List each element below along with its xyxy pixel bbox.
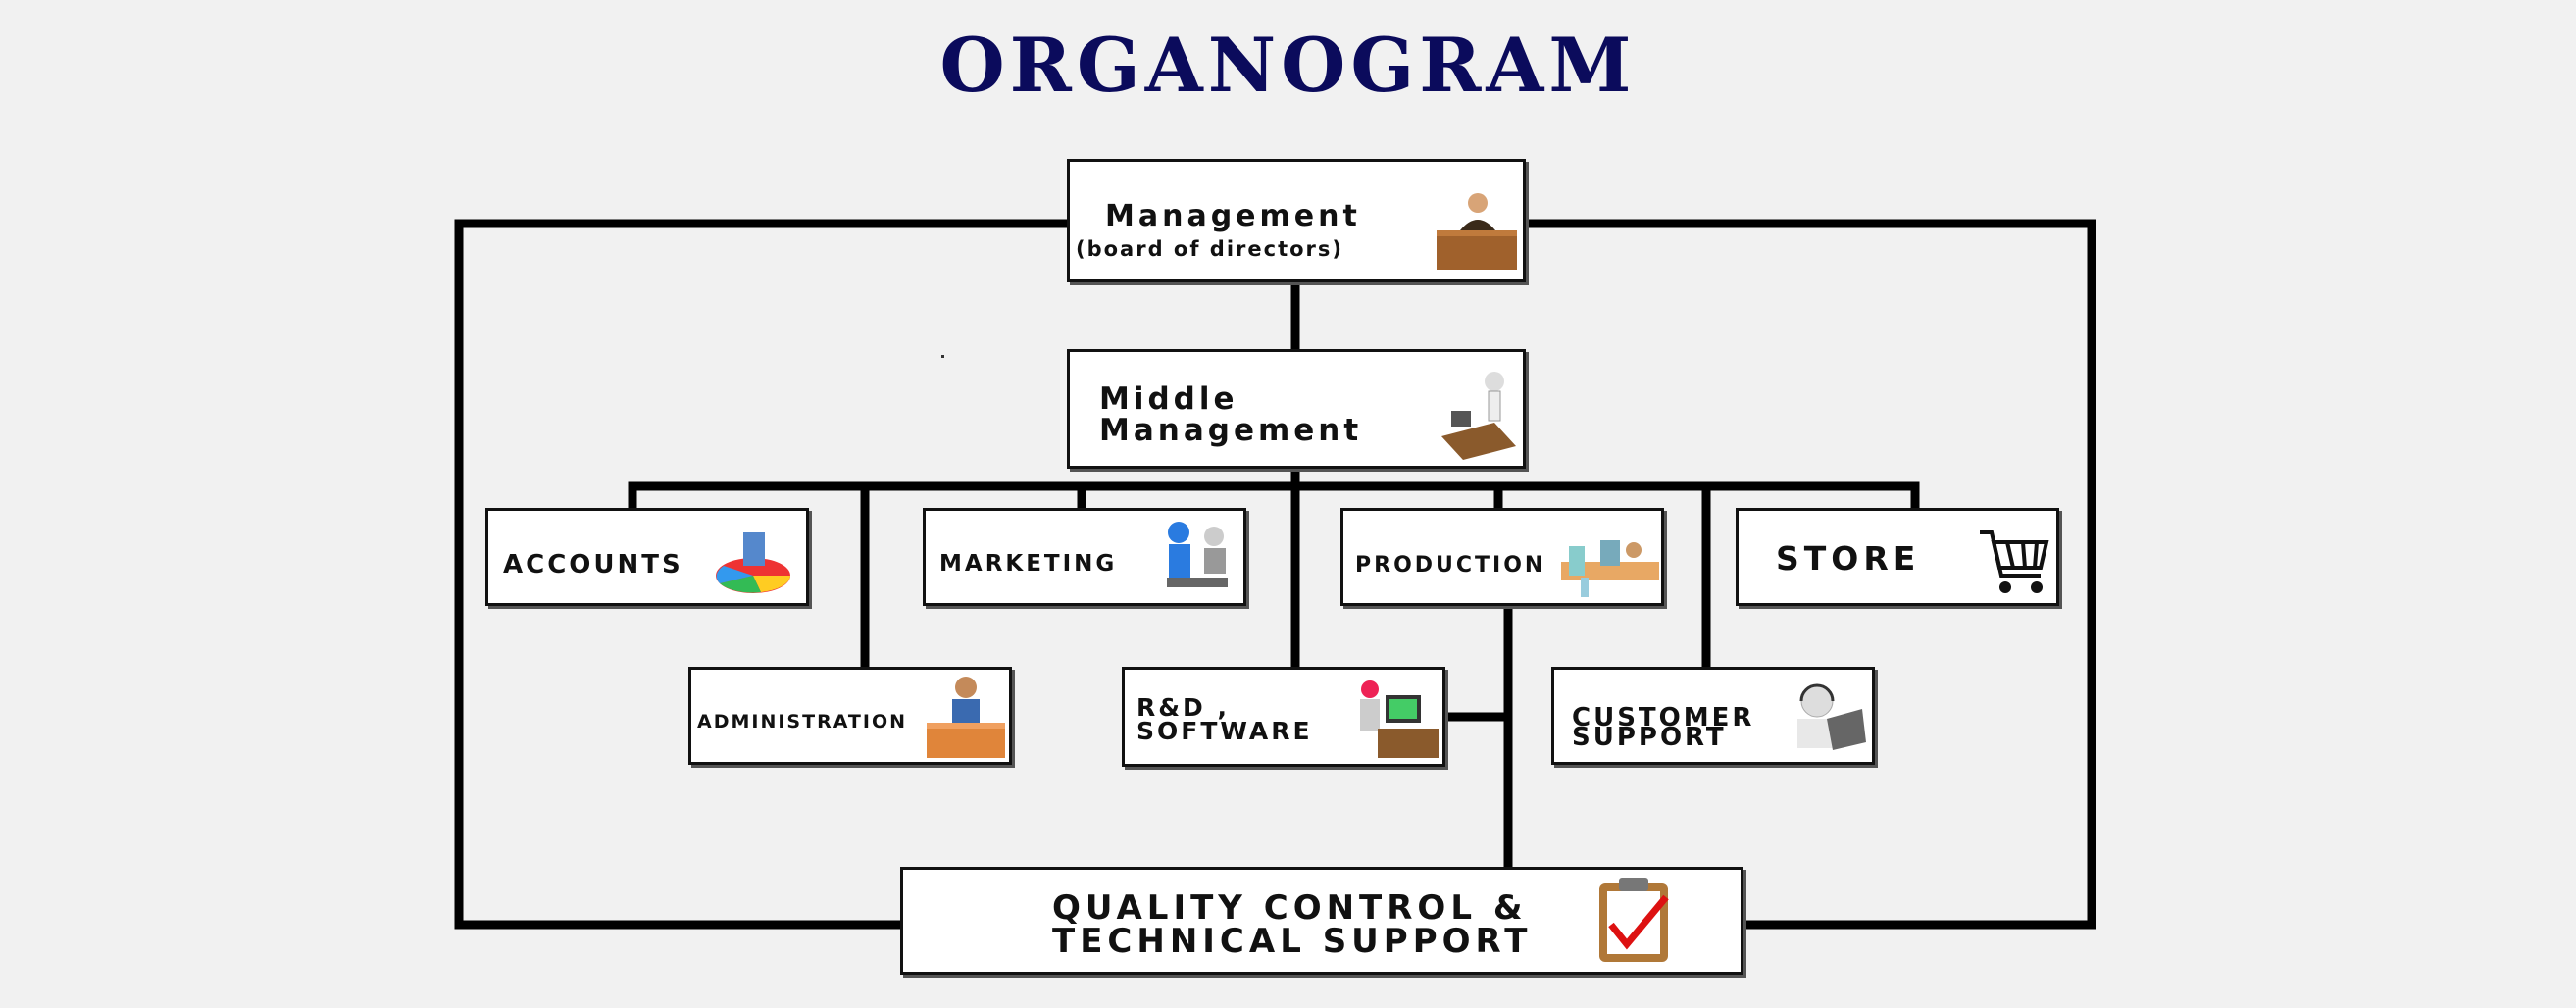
- shopping-cart-icon: [1980, 530, 2049, 593]
- marketing-label: MARKETING: [939, 551, 1118, 577]
- stray-dot: [941, 355, 944, 358]
- pie-chart-icon: [716, 532, 790, 593]
- administration-box: ADMINISTRATION: [688, 667, 1012, 765]
- store-label: STORE: [1776, 539, 1921, 578]
- boss-at-desk-icon: [1437, 193, 1517, 270]
- middle-management-label-1: Middle: [1099, 381, 1238, 417]
- management-box: Management (board of directors): [1067, 159, 1526, 282]
- quality-control-label-1: QUALITY CONTROL &: [1052, 888, 1528, 928]
- workers-machinery-icon: [1561, 540, 1659, 597]
- rd-label-2: SOFTWARE: [1136, 717, 1313, 745]
- rd-label-1: R&D ,: [1136, 693, 1231, 722]
- management-label: Management: [1105, 199, 1361, 233]
- production-label: PRODUCTION: [1355, 553, 1546, 578]
- headset-laptop-icon: [1797, 683, 1866, 750]
- rd-software-box: R&D , SOFTWARE: [1122, 667, 1445, 767]
- middle-management-label-2: Management: [1099, 413, 1363, 448]
- customer-support-box: CUSTOMER SUPPORT: [1551, 667, 1875, 765]
- store-box: STORE: [1736, 508, 2059, 606]
- page-title: ORGANOGRAM: [939, 22, 1637, 109]
- accounts-box: ACCOUNTS: [485, 508, 809, 606]
- middle-management-box: Middle Management: [1067, 349, 1526, 469]
- customer-support-label-1: CUSTOMER: [1572, 703, 1755, 732]
- right-loop-line: [1523, 219, 2096, 930]
- admin-at-desk-icon: [927, 677, 1005, 758]
- marketing-box: MARKETING: [923, 508, 1246, 606]
- developer-at-computer-icon: [1360, 680, 1439, 758]
- quality-control-label-2: TECHNICAL SUPPORT: [1052, 922, 1533, 961]
- administration-label: ADMINISTRATION: [697, 711, 908, 732]
- management-sublabel: (board of directors): [1076, 237, 1343, 261]
- manager-at-desk-icon: [1441, 372, 1516, 460]
- customer-support-label-2: SUPPORT: [1572, 723, 1727, 752]
- checklist-clipboard-icon: [1599, 878, 1669, 962]
- left-loop-line: [454, 219, 1072, 930]
- meeting-people-icon: [1167, 522, 1228, 587]
- quality-control-box: QUALITY CONTROL & TECHNICAL SUPPORT: [900, 867, 1743, 975]
- production-box: PRODUCTION: [1340, 508, 1664, 606]
- accounts-label: ACCOUNTS: [503, 550, 683, 580]
